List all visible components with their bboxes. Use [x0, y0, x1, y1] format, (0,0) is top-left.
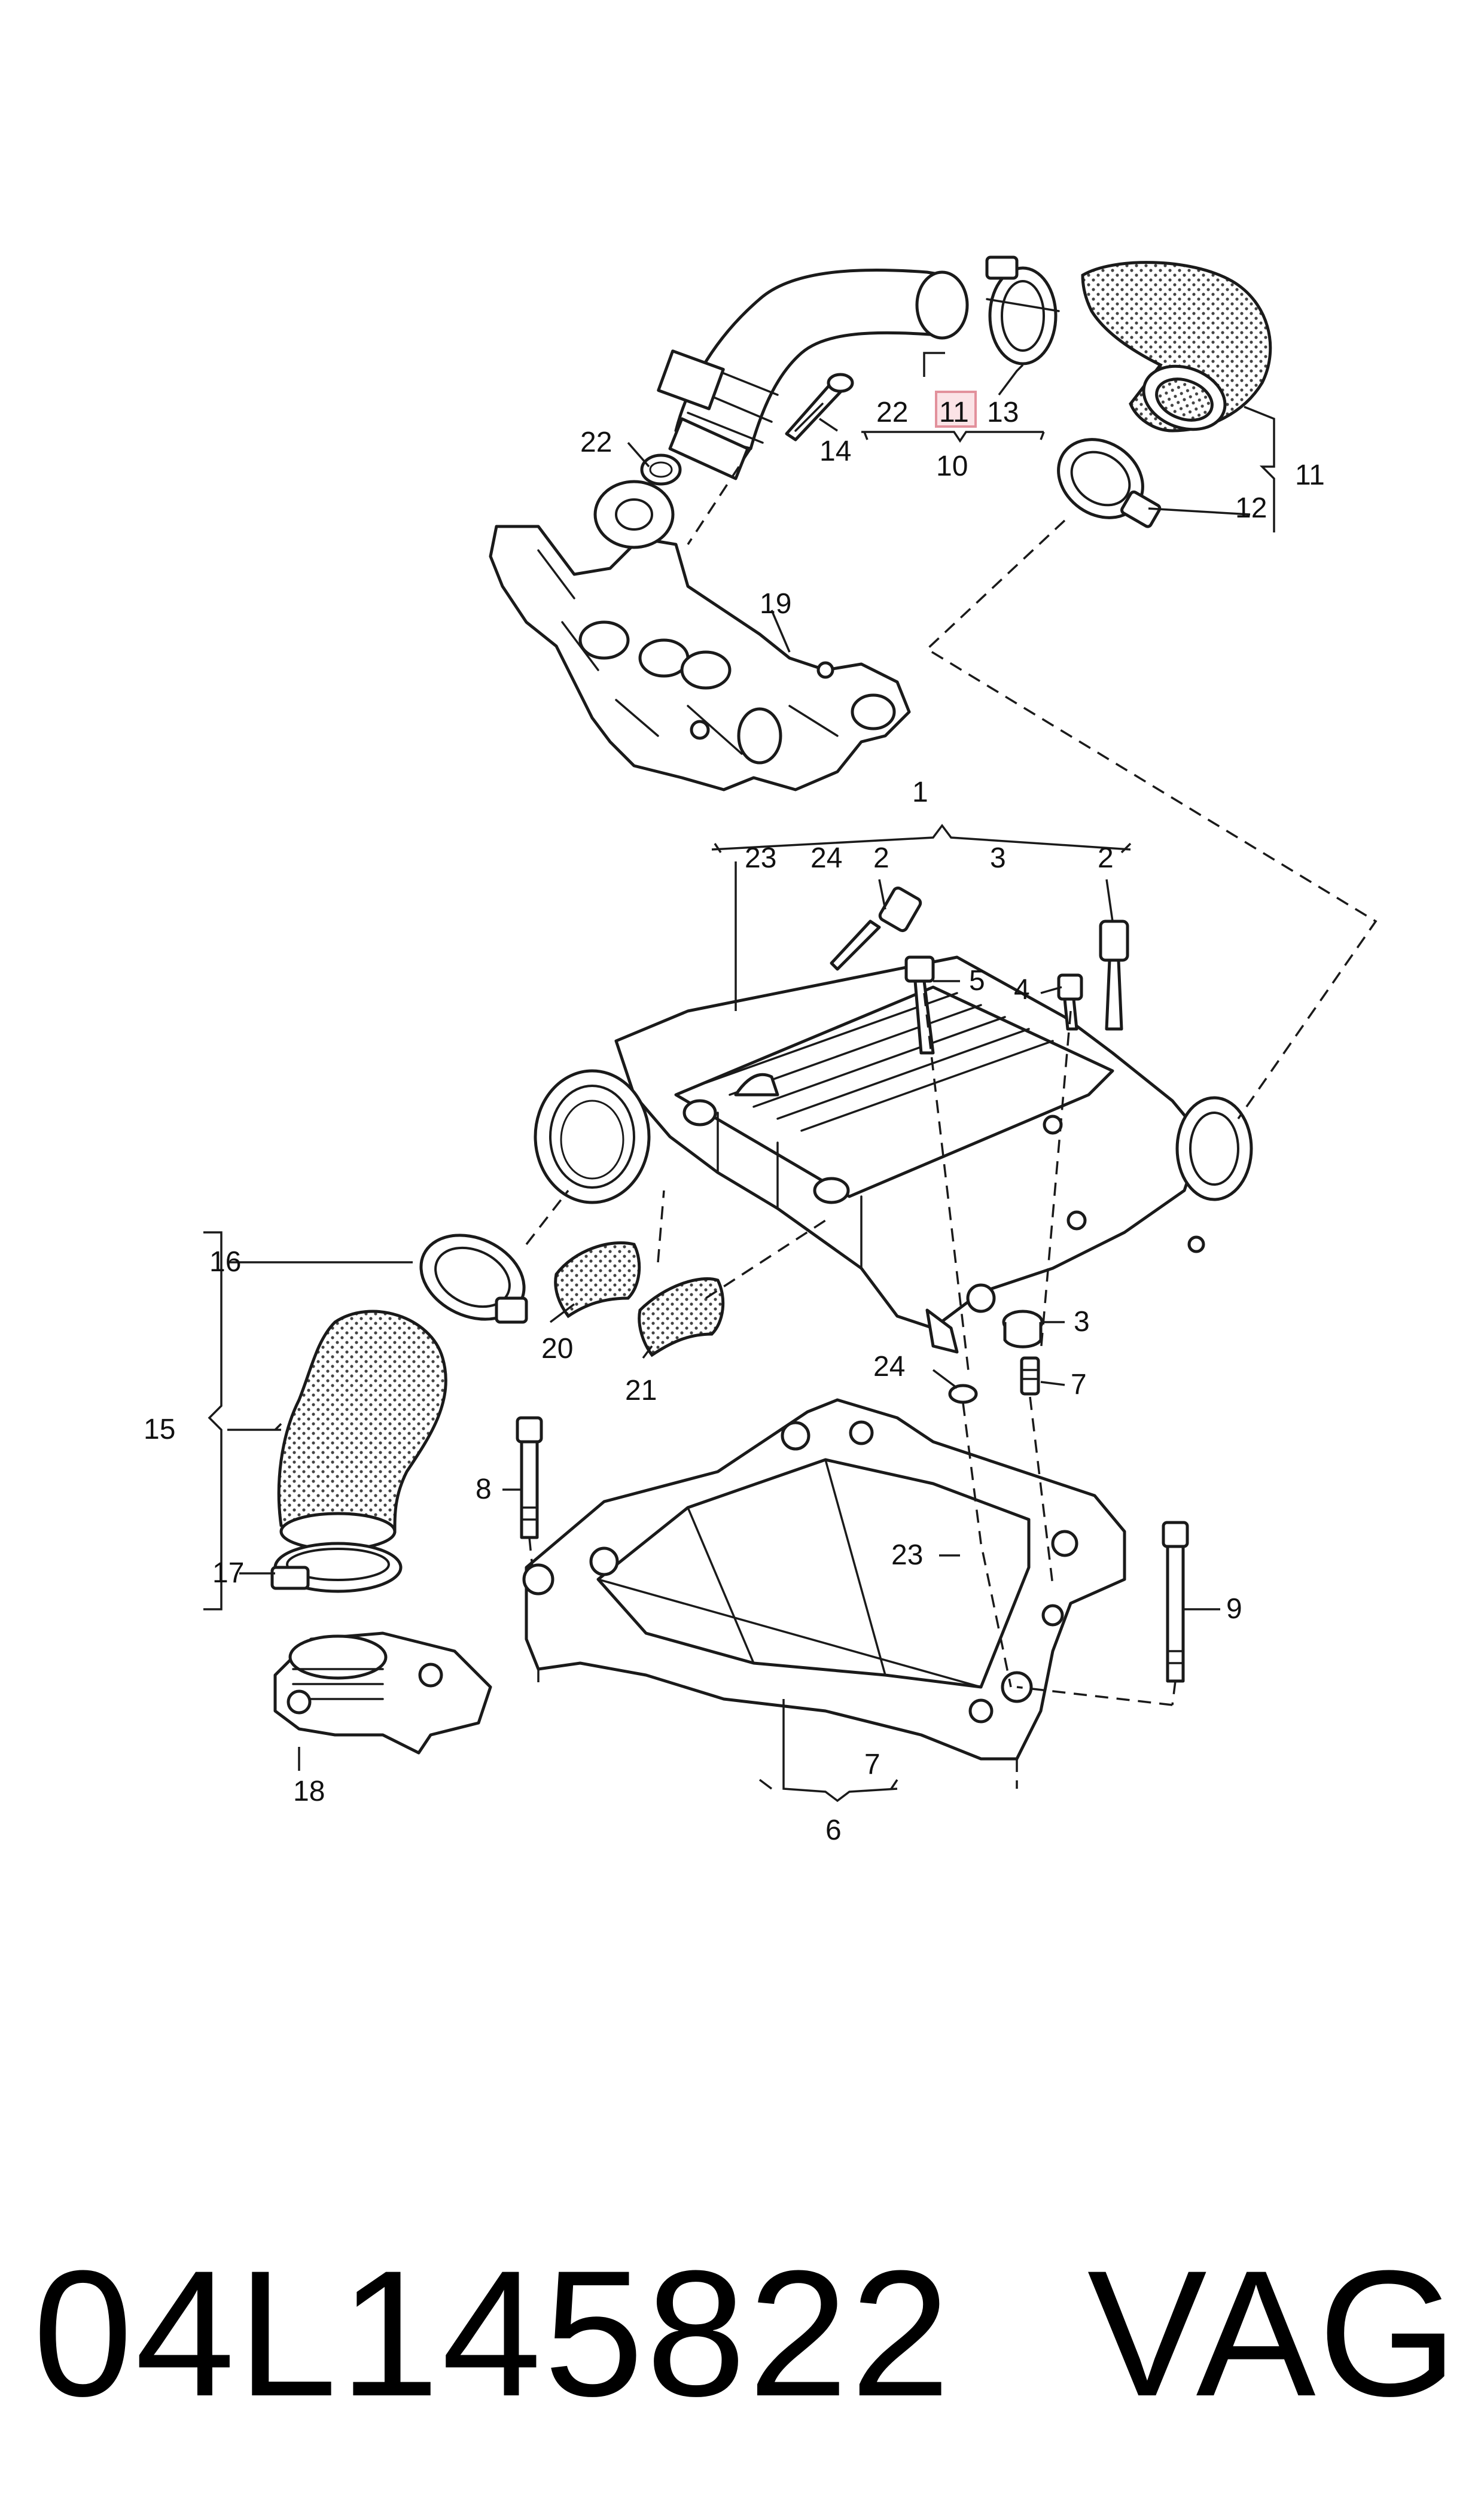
- assembly-dash-lines: [525, 448, 1378, 1789]
- callout-4: 4: [1014, 974, 1030, 1006]
- hose-clamp-17: [270, 1542, 403, 1593]
- callout-22-left: 22: [580, 427, 612, 458]
- callout-17: 17: [212, 1557, 244, 1589]
- hose-clamp-12: [1057, 438, 1162, 528]
- callout-3-top: 3: [990, 842, 1006, 874]
- callout-6: 6: [825, 1814, 842, 1846]
- footer: 04L145822 VAG: [0, 2213, 1484, 2453]
- hose-clamp-16: [419, 1234, 528, 1324]
- callout-14: 14: [819, 436, 851, 467]
- temperature-sensor-2-right: [1099, 919, 1129, 1031]
- callout-13: 13: [987, 397, 1019, 428]
- callout-20: 20: [541, 1333, 573, 1365]
- leader-lines: [203, 352, 1275, 1803]
- callout-7-right: 7: [1071, 1369, 1087, 1400]
- stud-7: [1020, 1356, 1040, 1396]
- callout-labels: 22 11 13 10 14 22 11 12 19 1 23 24 2 3 2…: [144, 397, 1325, 1846]
- charge-air-hose-15: [277, 1310, 447, 1551]
- vent-hose-21: [638, 1277, 725, 1357]
- callout-5: 5: [969, 965, 985, 997]
- grommet-3: [1002, 1310, 1044, 1348]
- turbocharger-19: [489, 480, 911, 791]
- brand-label: VAG: [1087, 2233, 1460, 2434]
- charge-air-pipe: [657, 268, 969, 480]
- bolt-8: [516, 1416, 543, 1539]
- exploded-parts-diagram: 22 11 13 10 14 22 11 12 19 1 23 24 2 3 2…: [144, 255, 1378, 1846]
- callout-21: 21: [625, 1375, 657, 1406]
- callout-11-right: 11: [1295, 459, 1325, 491]
- o-ring-22: [640, 453, 682, 486]
- intercooler-hose-11: [1081, 261, 1272, 433]
- callout-16: 16: [209, 1246, 241, 1278]
- bolt-9: [1162, 1521, 1189, 1683]
- callout-18: 18: [293, 1776, 325, 1807]
- callout-23-bottom: 23: [891, 1539, 923, 1571]
- callout-8: 8: [476, 1473, 492, 1505]
- pipe-bolt-14: [785, 373, 854, 442]
- callout-1: 1: [912, 777, 928, 808]
- temperature-sensor-2-left: [830, 886, 922, 971]
- grommet-24: [948, 1384, 978, 1404]
- bolt-5: [904, 955, 935, 1055]
- callout-9: 9: [1226, 1593, 1242, 1625]
- callout-3-bottom: 3: [1074, 1306, 1090, 1338]
- callout-12: 12: [1235, 492, 1267, 524]
- intercooler-assembly-1: [534, 955, 1253, 1354]
- mounting-bracket-6: [522, 1398, 1126, 1761]
- throttle-body-18: [273, 1631, 492, 1755]
- callout-7-bottom: 7: [864, 1749, 880, 1780]
- callout-24-bottom: 24: [873, 1351, 905, 1383]
- highlighted-callout-box: [935, 391, 977, 428]
- part-number: 04L145822: [33, 2233, 953, 2434]
- hose-clamp-13: [985, 255, 1060, 366]
- callout-10: 10: [936, 450, 968, 482]
- callout-2-left: 2: [873, 842, 889, 874]
- callout-19: 19: [760, 588, 791, 620]
- callout-22-top: 22: [876, 397, 908, 428]
- callout-15: 15: [144, 1414, 175, 1445]
- callout-2-right: 2: [1098, 842, 1114, 874]
- vent-hose-20: [554, 1241, 641, 1319]
- callout-11-highlighted: 11: [939, 397, 969, 428]
- callout-23-top: 23: [745, 842, 776, 874]
- callout-24-top: 24: [810, 842, 842, 874]
